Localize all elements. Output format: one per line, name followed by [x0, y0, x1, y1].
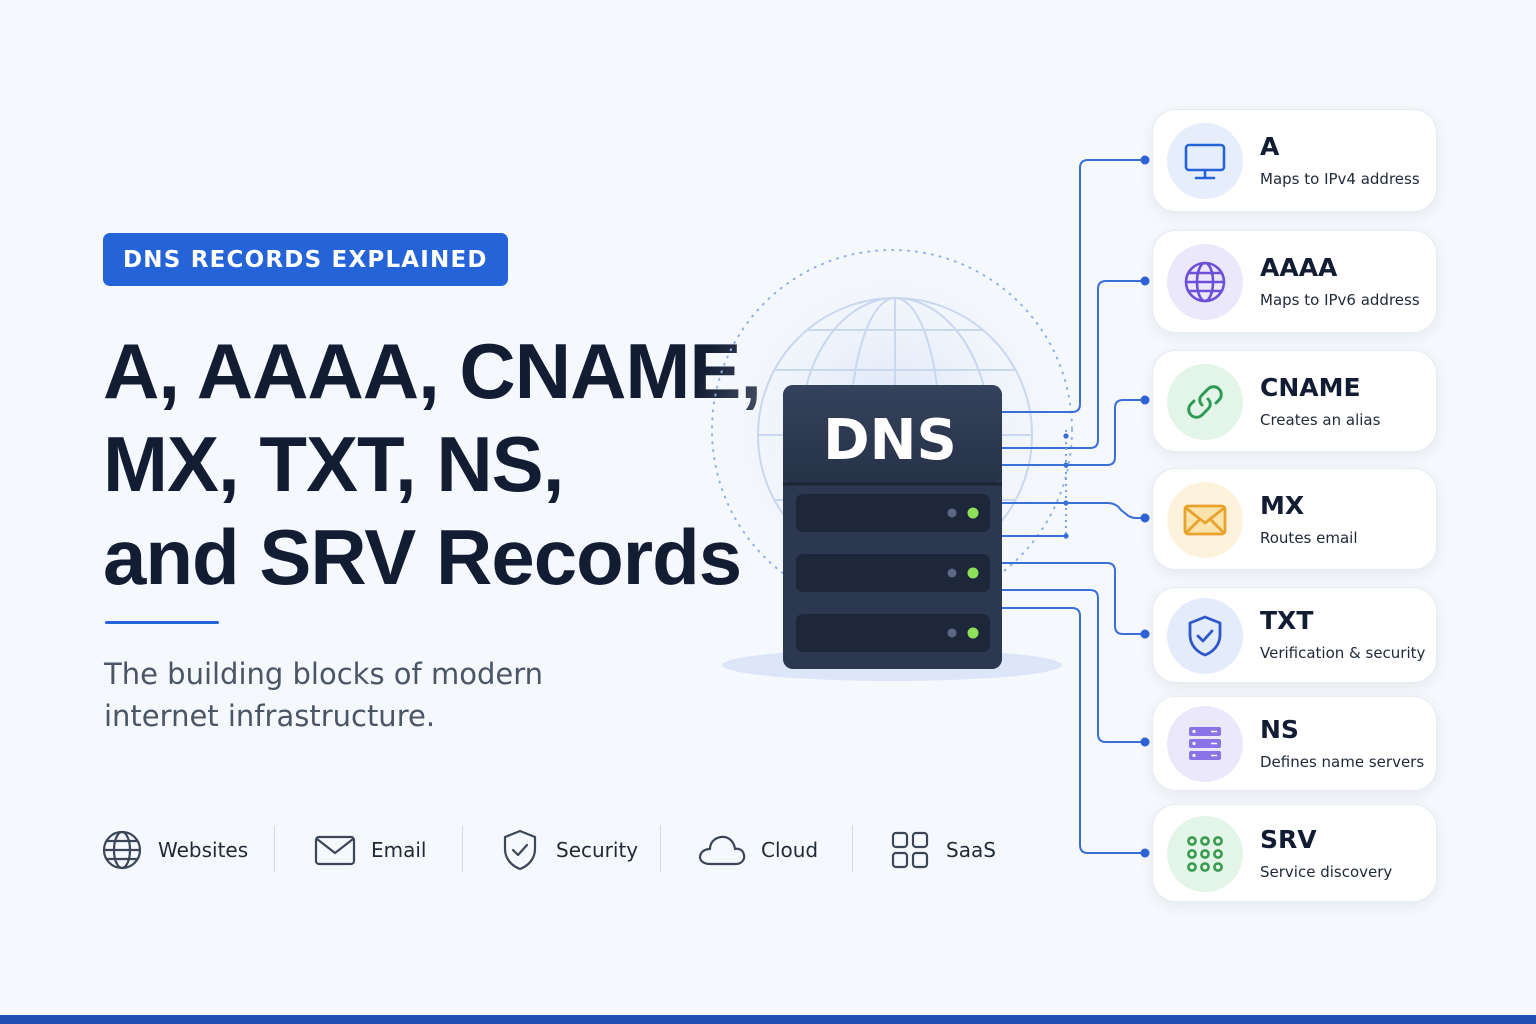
connector-junction — [1063, 430, 1069, 539]
record-description: Defines name servers — [1260, 753, 1425, 771]
record-description: Maps to IPv4 address — [1260, 170, 1420, 188]
envelope-icon — [313, 828, 357, 872]
link-icon — [1167, 364, 1243, 440]
connector-a — [1002, 159, 1144, 413]
record-name: NS — [1260, 715, 1299, 744]
record-card-aaaa: AAAA Maps to IPv6 address — [1152, 230, 1437, 333]
headline-line-1: A, AAAA, CNAME, — [103, 327, 762, 415]
record-card-txt: TXT Verification & security — [1152, 587, 1437, 683]
feature-divider — [462, 826, 463, 872]
feature-security: Security — [498, 826, 638, 874]
record-name: MX — [1260, 491, 1305, 520]
status-led — [967, 627, 979, 639]
dotted-orbit — [711, 249, 1073, 611]
feature-label: SaaS — [946, 838, 996, 862]
record-card-a: A Maps to IPv4 address — [1152, 109, 1437, 212]
server-stack-icon — [1167, 706, 1243, 782]
feature-label: Email — [371, 838, 427, 862]
record-card-cname: CNAME Creates an alias — [1152, 350, 1437, 452]
subtitle: The building blocks of modern internet i… — [104, 657, 544, 733]
feature-divider — [852, 826, 853, 872]
record-description: Routes email — [1260, 529, 1358, 547]
feature-saas: SaaS — [888, 826, 996, 874]
headline-line-3: and SRV Records — [103, 513, 742, 601]
topic-badge: DNS RECORDS EXPLAINED — [103, 233, 508, 286]
record-card-srv: SRV Service discovery — [1152, 804, 1437, 902]
feature-email: Email — [313, 826, 427, 874]
dns-server: DNS — [783, 385, 1002, 669]
feature-divider — [274, 826, 275, 872]
record-description: Service discovery — [1260, 863, 1393, 881]
monitor-icon — [1167, 123, 1243, 199]
record-name: SRV — [1260, 825, 1317, 854]
globe-icon — [1167, 244, 1243, 320]
record-name: AAAA — [1260, 253, 1338, 282]
server-unit — [796, 494, 990, 532]
feature-label: Cloud — [761, 838, 819, 862]
feature-label: Security — [556, 838, 639, 862]
grid-squares-icon — [888, 828, 932, 872]
headline-line-2: MX, TXT, NS, — [103, 420, 564, 508]
connector-ns — [1002, 589, 1144, 743]
bottom-accent-bar — [0, 1015, 1536, 1024]
envelope-icon — [1167, 482, 1243, 558]
connector-lines — [1002, 159, 1144, 854]
record-name: CNAME — [1260, 373, 1361, 402]
feature-websites: Websites — [100, 826, 248, 874]
connector-endpoints — [1140, 155, 1150, 858]
feature-divider — [660, 826, 661, 872]
record-description: Verification & security — [1260, 644, 1426, 662]
server-unit — [796, 614, 990, 652]
record-name: A — [1260, 132, 1280, 161]
shield-check-icon — [498, 828, 542, 872]
globe-icon — [100, 828, 144, 872]
connector-aaaa — [1002, 280, 1144, 449]
headline: A, AAAA, CNAME, MX, TXT, NS, and SRV Rec… — [103, 325, 762, 604]
server-head — [783, 385, 1002, 483]
accent-divider — [105, 621, 219, 624]
status-led — [967, 507, 979, 519]
record-card-ns: NS Defines name servers — [1152, 696, 1437, 791]
record-description: Creates an alias — [1260, 411, 1381, 429]
record-card-mx: MX Routes email — [1152, 468, 1437, 570]
shield-check-icon — [1167, 598, 1243, 674]
record-name: TXT — [1260, 606, 1314, 635]
feature-label: Websites — [158, 838, 249, 862]
server-unit — [796, 554, 990, 592]
connector-srv — [1002, 607, 1144, 854]
connector-mx — [1002, 502, 1144, 519]
cloud-icon — [697, 828, 747, 872]
dot-grid-icon — [1167, 816, 1243, 892]
feature-cloud: Cloud — [697, 826, 818, 874]
connector-txt — [1002, 562, 1144, 635]
status-led — [967, 567, 979, 579]
record-description: Maps to IPv6 address — [1260, 291, 1420, 309]
connector-cname — [1002, 399, 1144, 466]
server-label: DNS — [823, 408, 957, 473]
